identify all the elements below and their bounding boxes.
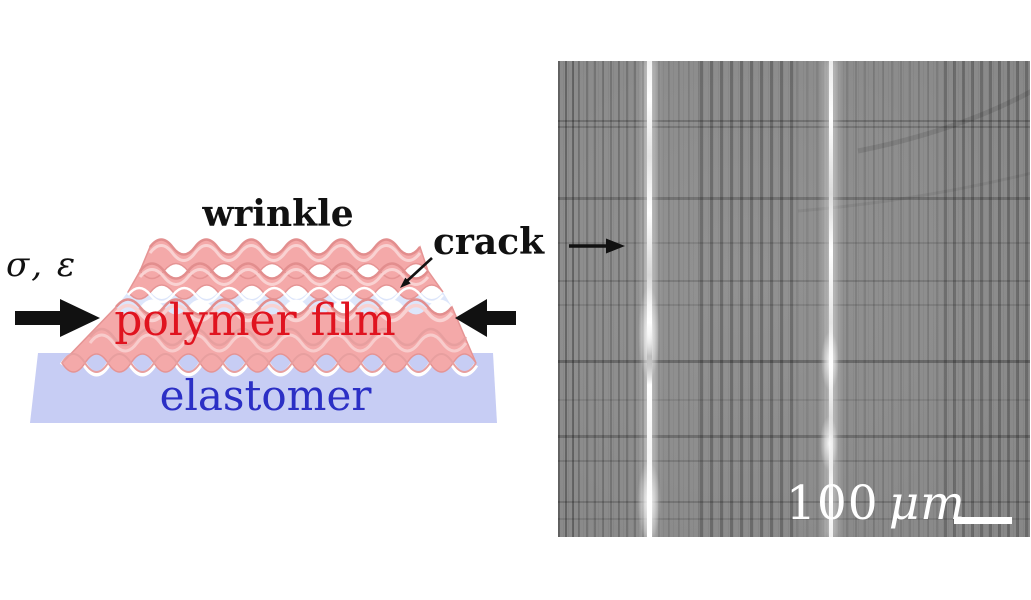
ridge-line xyxy=(558,120,1030,122)
ridge-line xyxy=(558,460,1030,462)
ridge-line xyxy=(558,518,1030,520)
ridge-line xyxy=(558,360,1030,363)
wrinkle-fine-texture xyxy=(558,61,1030,537)
front-crest-highlight xyxy=(114,303,454,323)
elastomer-label: elastomer xyxy=(159,371,372,420)
schematic-panel xyxy=(15,238,516,423)
wrinkle-stripe-band-1 xyxy=(558,61,578,537)
wrinkle-label: wrinkle xyxy=(202,193,354,235)
scale-bar-rule xyxy=(954,517,1012,524)
fold-curve-1 xyxy=(857,89,1030,154)
ridge-line xyxy=(558,126,1030,128)
scale-bar-value: 100 xyxy=(786,476,879,531)
micrograph-crack-arrow-icon xyxy=(569,238,625,254)
film-bottom-scallop-line xyxy=(61,353,477,373)
compression-arrow-right-icon xyxy=(455,299,516,337)
ridge-line xyxy=(558,197,1030,200)
ridge-line xyxy=(558,435,1030,438)
ridge-line xyxy=(558,242,1030,244)
row2-crest-highlight xyxy=(138,268,430,286)
micrograph-crack-line-2 xyxy=(829,61,833,537)
crack-bright-spot xyxy=(820,416,838,471)
wrinkle-stripe-band-7 xyxy=(944,61,1030,537)
fold-curve-2 xyxy=(797,171,1030,213)
ridge-line xyxy=(558,304,1030,306)
wrinkle-stripe-band-3 xyxy=(658,61,702,537)
crack-bright-spot xyxy=(821,331,839,391)
film-substrate-gap-highlight xyxy=(59,353,479,377)
wrinkle-stripe-band-4 xyxy=(700,61,794,537)
crack-label: crack xyxy=(433,221,545,263)
wrinkle-stripe-band-6 xyxy=(846,61,944,537)
crack-bright-spot xyxy=(637,461,661,537)
crack-bright-spot xyxy=(638,286,660,381)
curved-fold-lines xyxy=(797,89,1030,213)
compression-arrow-left-icon xyxy=(15,299,100,337)
front-crest-line xyxy=(115,298,453,316)
film-front-ridge-line xyxy=(88,327,468,347)
arrow-head xyxy=(606,238,625,254)
schematic-crack-arrow-head xyxy=(400,277,411,288)
polymer-film-label: polymer film xyxy=(114,295,396,346)
ridge-line xyxy=(558,501,1030,503)
schematic-crack-arrow-line xyxy=(406,257,433,282)
gap-white-highlight xyxy=(127,286,444,304)
row1-crest-line xyxy=(149,238,421,256)
row2-crest-line xyxy=(139,262,429,280)
film-front-ridge-highlight xyxy=(88,333,468,353)
ridge-line xyxy=(558,280,1030,282)
scale-bar-unit: μm xyxy=(888,476,966,531)
wrinkle-stripe-band-2 xyxy=(578,61,648,537)
row1-crest-highlight xyxy=(148,244,422,262)
stress-strain-label: σ, ε xyxy=(6,245,78,285)
ridge-line xyxy=(558,399,1030,401)
